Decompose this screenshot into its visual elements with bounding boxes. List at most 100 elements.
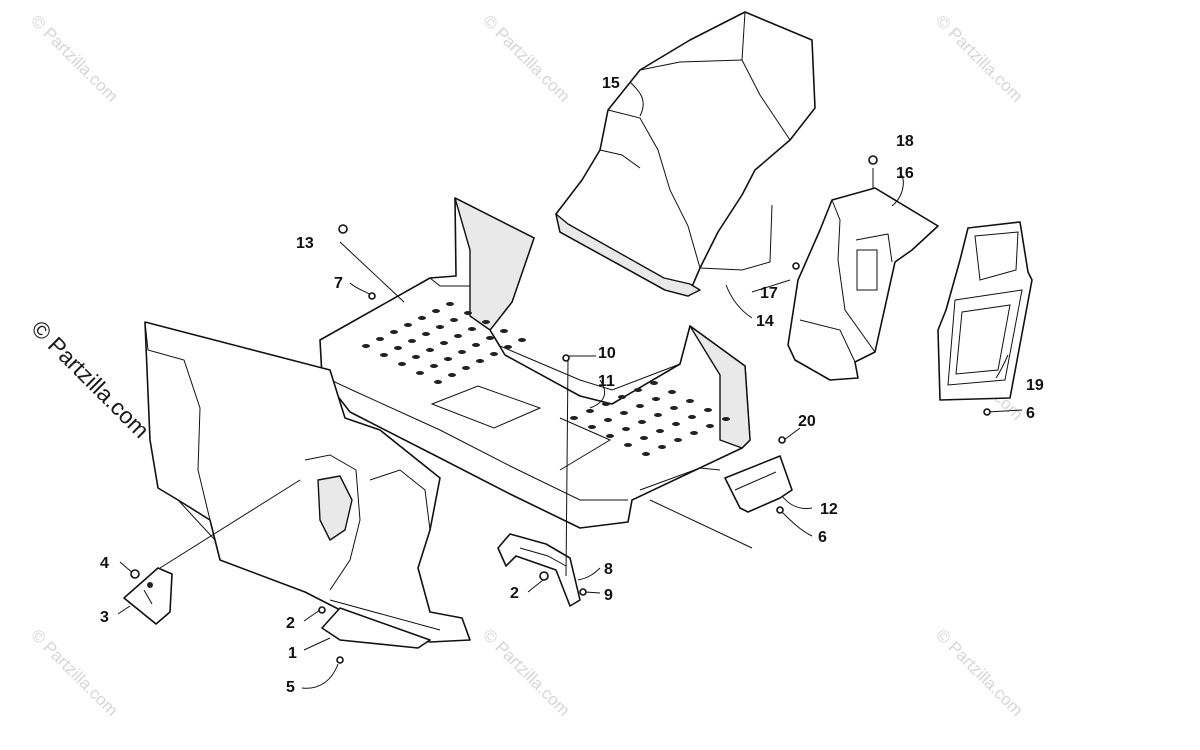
floor-hole bbox=[412, 355, 420, 359]
floor-holes bbox=[362, 302, 730, 456]
floor-hole bbox=[380, 353, 388, 357]
floor-hole bbox=[688, 415, 696, 419]
floor-hole bbox=[722, 417, 730, 421]
floor-hole bbox=[656, 429, 664, 433]
callout-6-center[interactable]: 6 bbox=[818, 529, 827, 546]
floor-hole bbox=[418, 316, 426, 320]
part-16-side-panel bbox=[787, 187, 939, 381]
floor-hole bbox=[504, 345, 512, 349]
floor-hole bbox=[426, 348, 434, 352]
callout-6-right[interactable]: 6 bbox=[1026, 405, 1035, 422]
callout-11[interactable]: 11 bbox=[598, 373, 615, 390]
callout-4[interactable]: 4 bbox=[100, 555, 109, 572]
floor-hole bbox=[398, 362, 406, 366]
callout-8[interactable]: 8 bbox=[604, 561, 613, 578]
callout-18[interactable]: 18 bbox=[896, 133, 914, 150]
floor-hole bbox=[448, 373, 456, 377]
floor-hole bbox=[472, 343, 480, 347]
floor-hole bbox=[446, 302, 454, 306]
callout-2-left[interactable]: 2 bbox=[286, 615, 295, 632]
floor-hole bbox=[670, 406, 678, 410]
callout-1[interactable]: 1 bbox=[288, 645, 297, 662]
callout-15[interactable]: 15 bbox=[602, 75, 620, 92]
floor-hole bbox=[450, 318, 458, 322]
floor-hole bbox=[422, 332, 430, 336]
floor-hole bbox=[394, 346, 402, 350]
floor-hole bbox=[624, 443, 632, 447]
callout-9[interactable]: 9 bbox=[604, 587, 613, 604]
callout-14[interactable]: 14 bbox=[756, 313, 774, 330]
part-19-right-panel bbox=[937, 221, 1033, 401]
floor-hole bbox=[674, 438, 682, 442]
callout-19[interactable]: 19 bbox=[1026, 377, 1044, 394]
floor-hole bbox=[634, 388, 642, 392]
floor-hole bbox=[468, 327, 476, 331]
floor-hole bbox=[462, 366, 470, 370]
watermark-bottom-center: © Partzilla.com bbox=[479, 625, 573, 719]
floor-hole bbox=[454, 334, 462, 338]
fastener-4 bbox=[130, 569, 140, 579]
callouts: 15 14 18 16 17 19 6 13 7 10 11 20 12 6 8… bbox=[100, 75, 1044, 696]
fastener-18 bbox=[868, 155, 878, 165]
floor-hole bbox=[482, 320, 490, 324]
floor-hole bbox=[704, 408, 712, 412]
floor-hole bbox=[650, 381, 658, 385]
part-3-plate bbox=[123, 567, 173, 625]
floor-hole bbox=[404, 323, 412, 327]
floor-hole bbox=[642, 452, 650, 456]
callout-3[interactable]: 3 bbox=[100, 609, 109, 626]
floor-hole bbox=[652, 397, 660, 401]
floor-hole bbox=[606, 434, 614, 438]
floor-hole bbox=[672, 422, 680, 426]
watermark-top-center: © Partzilla.com bbox=[479, 11, 573, 105]
callout-12[interactable]: 12 bbox=[820, 501, 838, 518]
fastener-6-center bbox=[776, 506, 784, 514]
floor-hole bbox=[640, 436, 648, 440]
callout-7[interactable]: 7 bbox=[334, 275, 343, 292]
callout-5[interactable]: 5 bbox=[286, 679, 295, 696]
floor-hole bbox=[638, 420, 646, 424]
part-8-bracket bbox=[497, 533, 581, 607]
floor-hole bbox=[430, 364, 438, 368]
fastener-2-left bbox=[318, 606, 326, 614]
fastener-9 bbox=[579, 588, 587, 596]
floor-hole bbox=[690, 431, 698, 435]
floor-hole bbox=[444, 357, 452, 361]
floor-hole bbox=[686, 399, 694, 403]
left-body-panel bbox=[144, 321, 471, 643]
watermark-bottom-right: © Partzilla.com bbox=[932, 625, 1026, 719]
callout-16[interactable]: 16 bbox=[896, 165, 914, 182]
floor-hole bbox=[620, 411, 628, 415]
floor-hole bbox=[604, 418, 612, 422]
fastener-10 bbox=[562, 354, 570, 362]
floor-hole bbox=[440, 341, 448, 345]
floor-hole bbox=[654, 413, 662, 417]
floor-hole bbox=[602, 402, 610, 406]
callout-17[interactable]: 17 bbox=[760, 285, 778, 302]
floor-hole bbox=[586, 409, 594, 413]
fastener-6-right bbox=[983, 408, 991, 416]
floor-hole bbox=[376, 337, 384, 341]
callout-20[interactable]: 20 bbox=[798, 413, 816, 430]
callout-10[interactable]: 10 bbox=[598, 345, 616, 362]
floor-hole bbox=[706, 424, 714, 428]
fastener-13 bbox=[338, 224, 348, 234]
floor-hole bbox=[486, 336, 494, 340]
part-1-bracket bbox=[321, 607, 431, 649]
fastener-2-center bbox=[539, 571, 549, 581]
floor-hole bbox=[500, 329, 508, 333]
floor-hole bbox=[464, 311, 472, 315]
fastener-17 bbox=[792, 262, 800, 270]
floor-hole bbox=[390, 330, 398, 334]
floor-hole bbox=[618, 395, 626, 399]
fastener-5 bbox=[336, 656, 344, 664]
floor-hole bbox=[570, 416, 578, 420]
callout-2-center[interactable]: 2 bbox=[510, 585, 519, 602]
floor-hole bbox=[658, 445, 666, 449]
floor-hole bbox=[408, 339, 416, 343]
callout-13[interactable]: 13 bbox=[296, 235, 314, 252]
fasteners bbox=[130, 155, 991, 664]
floor-hole bbox=[362, 344, 370, 348]
floor-hole bbox=[588, 425, 596, 429]
